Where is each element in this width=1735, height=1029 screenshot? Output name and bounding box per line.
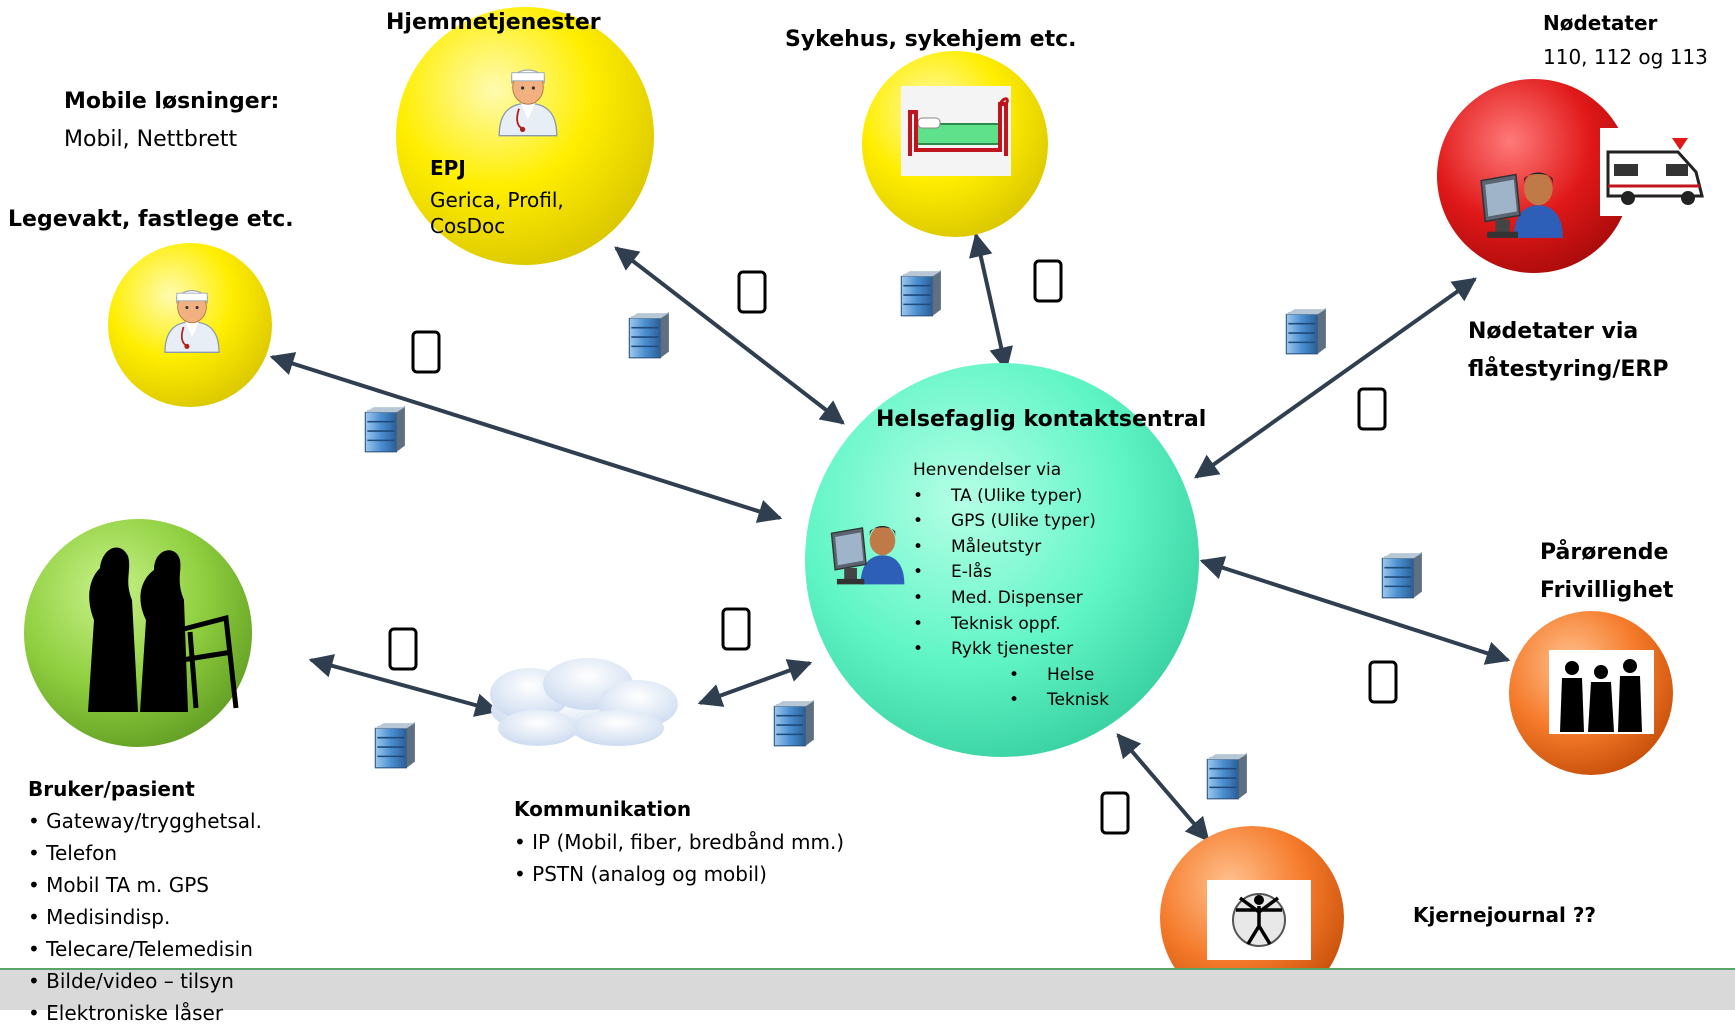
epj-line2: CosDoc — [430, 214, 506, 238]
kommunikasjon-item: IP (Mobil, fiber, bredbånd mm.) — [514, 826, 844, 858]
arrow-cloud-central — [697, 659, 813, 707]
nodetater-via-line1: Nødetater via — [1468, 319, 1639, 344]
cloud-icon — [490, 658, 678, 746]
bed-icon — [901, 86, 1011, 176]
server-icon — [773, 699, 815, 747]
mobile-phone-icon — [1033, 259, 1063, 303]
server-icon — [1381, 551, 1423, 599]
central-subitem: Helse — [913, 663, 1109, 689]
nodetater-title: Nødetater — [1543, 11, 1658, 35]
nodetater-via-line2: flåtestyring/ERP — [1468, 357, 1669, 382]
kommunikasjon-item: PSTN (analog og mobil) — [514, 858, 844, 890]
bruker-item: Mobil TA m. GPS — [28, 869, 262, 901]
bruker-item: Medisindisp. — [28, 901, 262, 933]
central-items: TA (Ulike typer) GPS (Ulike typer) Måleu… — [913, 484, 1109, 714]
ambulance-icon — [1600, 128, 1712, 216]
bruker-item: Telefon — [28, 837, 262, 869]
arrow-kjernejournal-central — [1116, 733, 1210, 842]
bruker-item: Elektroniske låser — [28, 997, 262, 1029]
arrow-legevakt-central — [269, 352, 783, 523]
bruker-title: Bruker/pasient — [28, 777, 195, 801]
arrow-sykehus-central — [969, 232, 1013, 372]
central-item: GPS (Ulike typer) — [913, 509, 1109, 535]
mobile-phone-icon — [1100, 791, 1130, 835]
people-silhouettes-icon — [1549, 650, 1654, 734]
central-item: TA (Ulike typer) — [913, 484, 1109, 510]
mobile-phone-icon — [1368, 660, 1398, 704]
central-title: Helsefaglig kontaktsentral — [876, 407, 1207, 432]
footer-bar — [0, 968, 1735, 1010]
legevakt-label: Legevakt, fastlege etc. — [8, 207, 294, 232]
sykehus-label: Sykehus, sykehjem etc. — [785, 27, 1077, 52]
central-item: Med. Dispenser — [913, 586, 1109, 612]
server-icon — [628, 311, 670, 359]
mobile-title: Mobile løsninger: — [64, 89, 280, 114]
parorende-label: Pårørende — [1540, 540, 1669, 565]
server-icon — [374, 721, 416, 769]
kommunikasjon-title: Kommunikation — [514, 797, 692, 821]
central-item: Teknisk oppf. — [913, 612, 1109, 638]
bruker-list: Gateway/trygghetsal. Telefon Mobil TA m.… — [28, 805, 262, 1029]
central-list-block: Henvendelser via TA (Ulike typer) GPS (U… — [913, 458, 1109, 714]
mobile-phone-icon — [721, 607, 751, 651]
mobile-text: Mobil, Nettbrett — [64, 127, 238, 152]
central-item: E-lås — [913, 560, 1109, 586]
server-icon — [1206, 752, 1248, 800]
bruker-item: Telecare/Telemedisin — [28, 933, 262, 965]
epj-title: EPJ — [430, 156, 466, 180]
mobile-phone-icon — [411, 330, 441, 374]
server-icon — [900, 269, 942, 317]
hjemmetjenester-label: Hjemmetjenester — [386, 10, 601, 35]
arrow-nodetater-central — [1194, 277, 1477, 479]
epj-block: EPJ Gerica, Profil, CosDoc — [430, 155, 564, 239]
central-subtitle: Henvendelser via — [913, 460, 1062, 480]
mobile-phone-icon — [388, 627, 418, 671]
bruker-item: Gateway/trygghetsal. — [28, 805, 262, 837]
server-icon — [1285, 307, 1327, 355]
vitruvian-man-icon — [1207, 880, 1311, 960]
epj-line1: Gerica, Profil, — [430, 188, 564, 212]
mobile-phone-icon — [1357, 387, 1387, 431]
frivillighet-label: Frivillighet — [1540, 578, 1674, 603]
server-icon — [364, 405, 406, 453]
bruker-item: Bilde/video – tilsyn — [28, 965, 262, 997]
kommunikasjon-list: IP (Mobil, fiber, bredbånd mm.) PSTN (an… — [514, 826, 844, 890]
central-item: Måleutstyr — [913, 535, 1109, 561]
central-item: Rykk tjenester — [913, 637, 1109, 663]
mobile-phone-icon — [737, 270, 767, 314]
arrow-parorende-central — [1199, 556, 1511, 665]
arrow-hjemme-central — [614, 246, 845, 425]
central-subitem: Teknisk — [913, 688, 1109, 714]
arrow-bruker-cloud — [308, 654, 500, 717]
kjernejournal-label: Kjernejournal ?? — [1413, 903, 1597, 927]
elderly-people-icon — [88, 547, 239, 712]
nodetater-numbers: 110, 112 og 113 — [1543, 45, 1708, 69]
